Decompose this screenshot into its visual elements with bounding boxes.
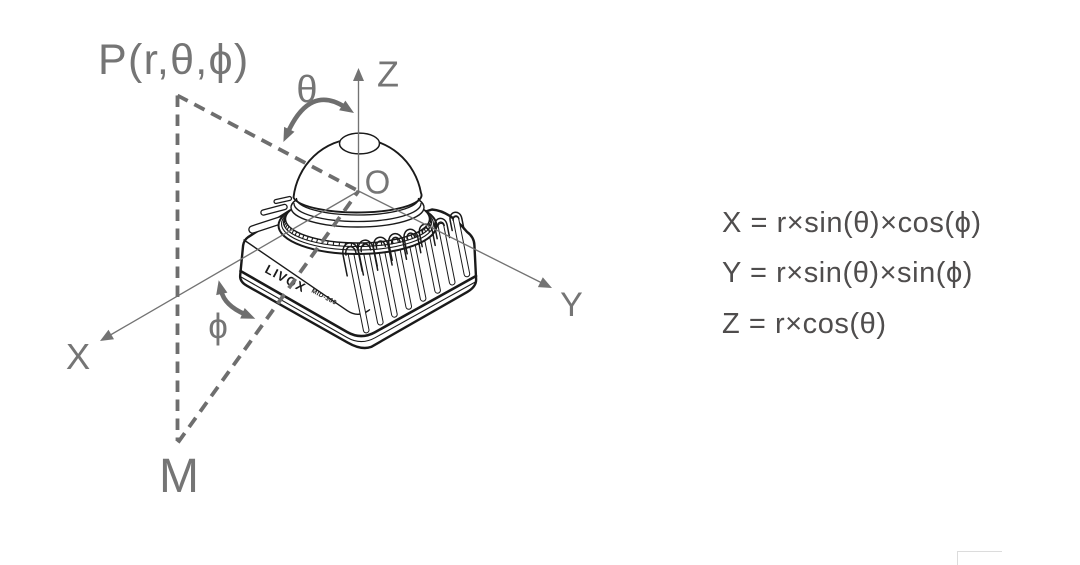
equation-x: X = r×sin(θ)×cos(ϕ) [722, 206, 982, 239]
point-label: P(r,θ,ϕ) [98, 36, 250, 84]
dashed-construction-lines [175, 93, 361, 444]
device-corner-fin-0-inner [249, 217, 283, 233]
coordinate-axes [100, 68, 552, 341]
dashed-line-p-to-o [176, 93, 360, 193]
device-fin-hook-9 [406, 232, 416, 240]
device-bottom-edge [239, 269, 478, 338]
diagram-labels: P(r,θ,ϕ) θ Z O X Y ϕ M [66, 36, 583, 503]
device-fin-hook-8 [403, 228, 422, 255]
device-fin-hook-14 [449, 211, 465, 232]
z-axis-label: Z [377, 54, 399, 95]
x-axis-label: X [66, 336, 90, 377]
theta-label: θ [296, 69, 317, 111]
device-fin-hook-1 [345, 245, 357, 256]
equation-z: Z = r×cos(θ) [722, 307, 887, 340]
theta-arc-arrowhead-right [339, 100, 354, 113]
device-fin-hook-11 [421, 227, 431, 234]
angle-arrows [216, 97, 354, 319]
y-axis-arrowhead [537, 277, 552, 288]
device-fin-slot-1-inner [363, 248, 383, 325]
device-fin-hook-12 [434, 217, 451, 240]
origin-label: O [365, 164, 391, 201]
device-fin-hook-4 [372, 236, 393, 267]
device-fin-slot-0-inner [348, 251, 369, 333]
device-corner-fin-1-inner [261, 205, 287, 215]
device-fin-slot-7-inner [453, 217, 470, 277]
device-fin-hook-3 [360, 243, 372, 253]
x-axis-line [107, 190, 360, 338]
device-base-plate-line [239, 275, 477, 343]
dashed-line-m-to-o [176, 189, 361, 444]
phi-label: ϕ [208, 307, 228, 346]
device-fin-hook-6 [388, 232, 408, 262]
phi-arc-arrowhead-top [216, 280, 228, 296]
device-fin-hook-15 [452, 215, 460, 221]
device-top-front-edge [243, 239, 371, 315]
device-dome [292, 137, 423, 214]
device-fin-slot-4-inner [408, 235, 426, 301]
device-fin-slot-6-inner [438, 223, 455, 285]
device-fin-hook-7 [391, 236, 401, 245]
z-axis-arrowhead [353, 68, 364, 81]
device-dome-base-arc [295, 197, 420, 216]
coordinate-equations: X = r×sin(θ)×cos(ϕ) Y = r×sin(θ)×sin(ϕ) … [722, 198, 982, 350]
device-fin-slot-5-inner [423, 230, 440, 293]
y-axis-line [357, 190, 545, 285]
device-fin-hook-13 [436, 221, 445, 228]
device-collar-lip-arc [293, 202, 422, 223]
x-axis-arrowhead [100, 329, 114, 341]
device-fin-slot-2-inner [378, 245, 397, 317]
equation-y: Y = r×sin(θ)×sin(ϕ) [722, 257, 973, 289]
next-section-table-corner [957, 551, 1002, 565]
device-dome-top-window [338, 132, 381, 155]
y-axis-label: Y [560, 286, 583, 324]
theta-arc-arrowhead-left [283, 126, 295, 142]
device-fin-slot-3-inner [393, 240, 412, 309]
m-label: M [159, 450, 199, 503]
lidar-device-illustration: LIVOX MID-360 [238, 132, 478, 350]
device-corner-fin-2-inner [274, 197, 291, 203]
device-fin-hook-5 [375, 240, 387, 249]
phi-arc-arrowhead-bottom [240, 308, 256, 319]
theta-angle-arc [285, 97, 347, 133]
